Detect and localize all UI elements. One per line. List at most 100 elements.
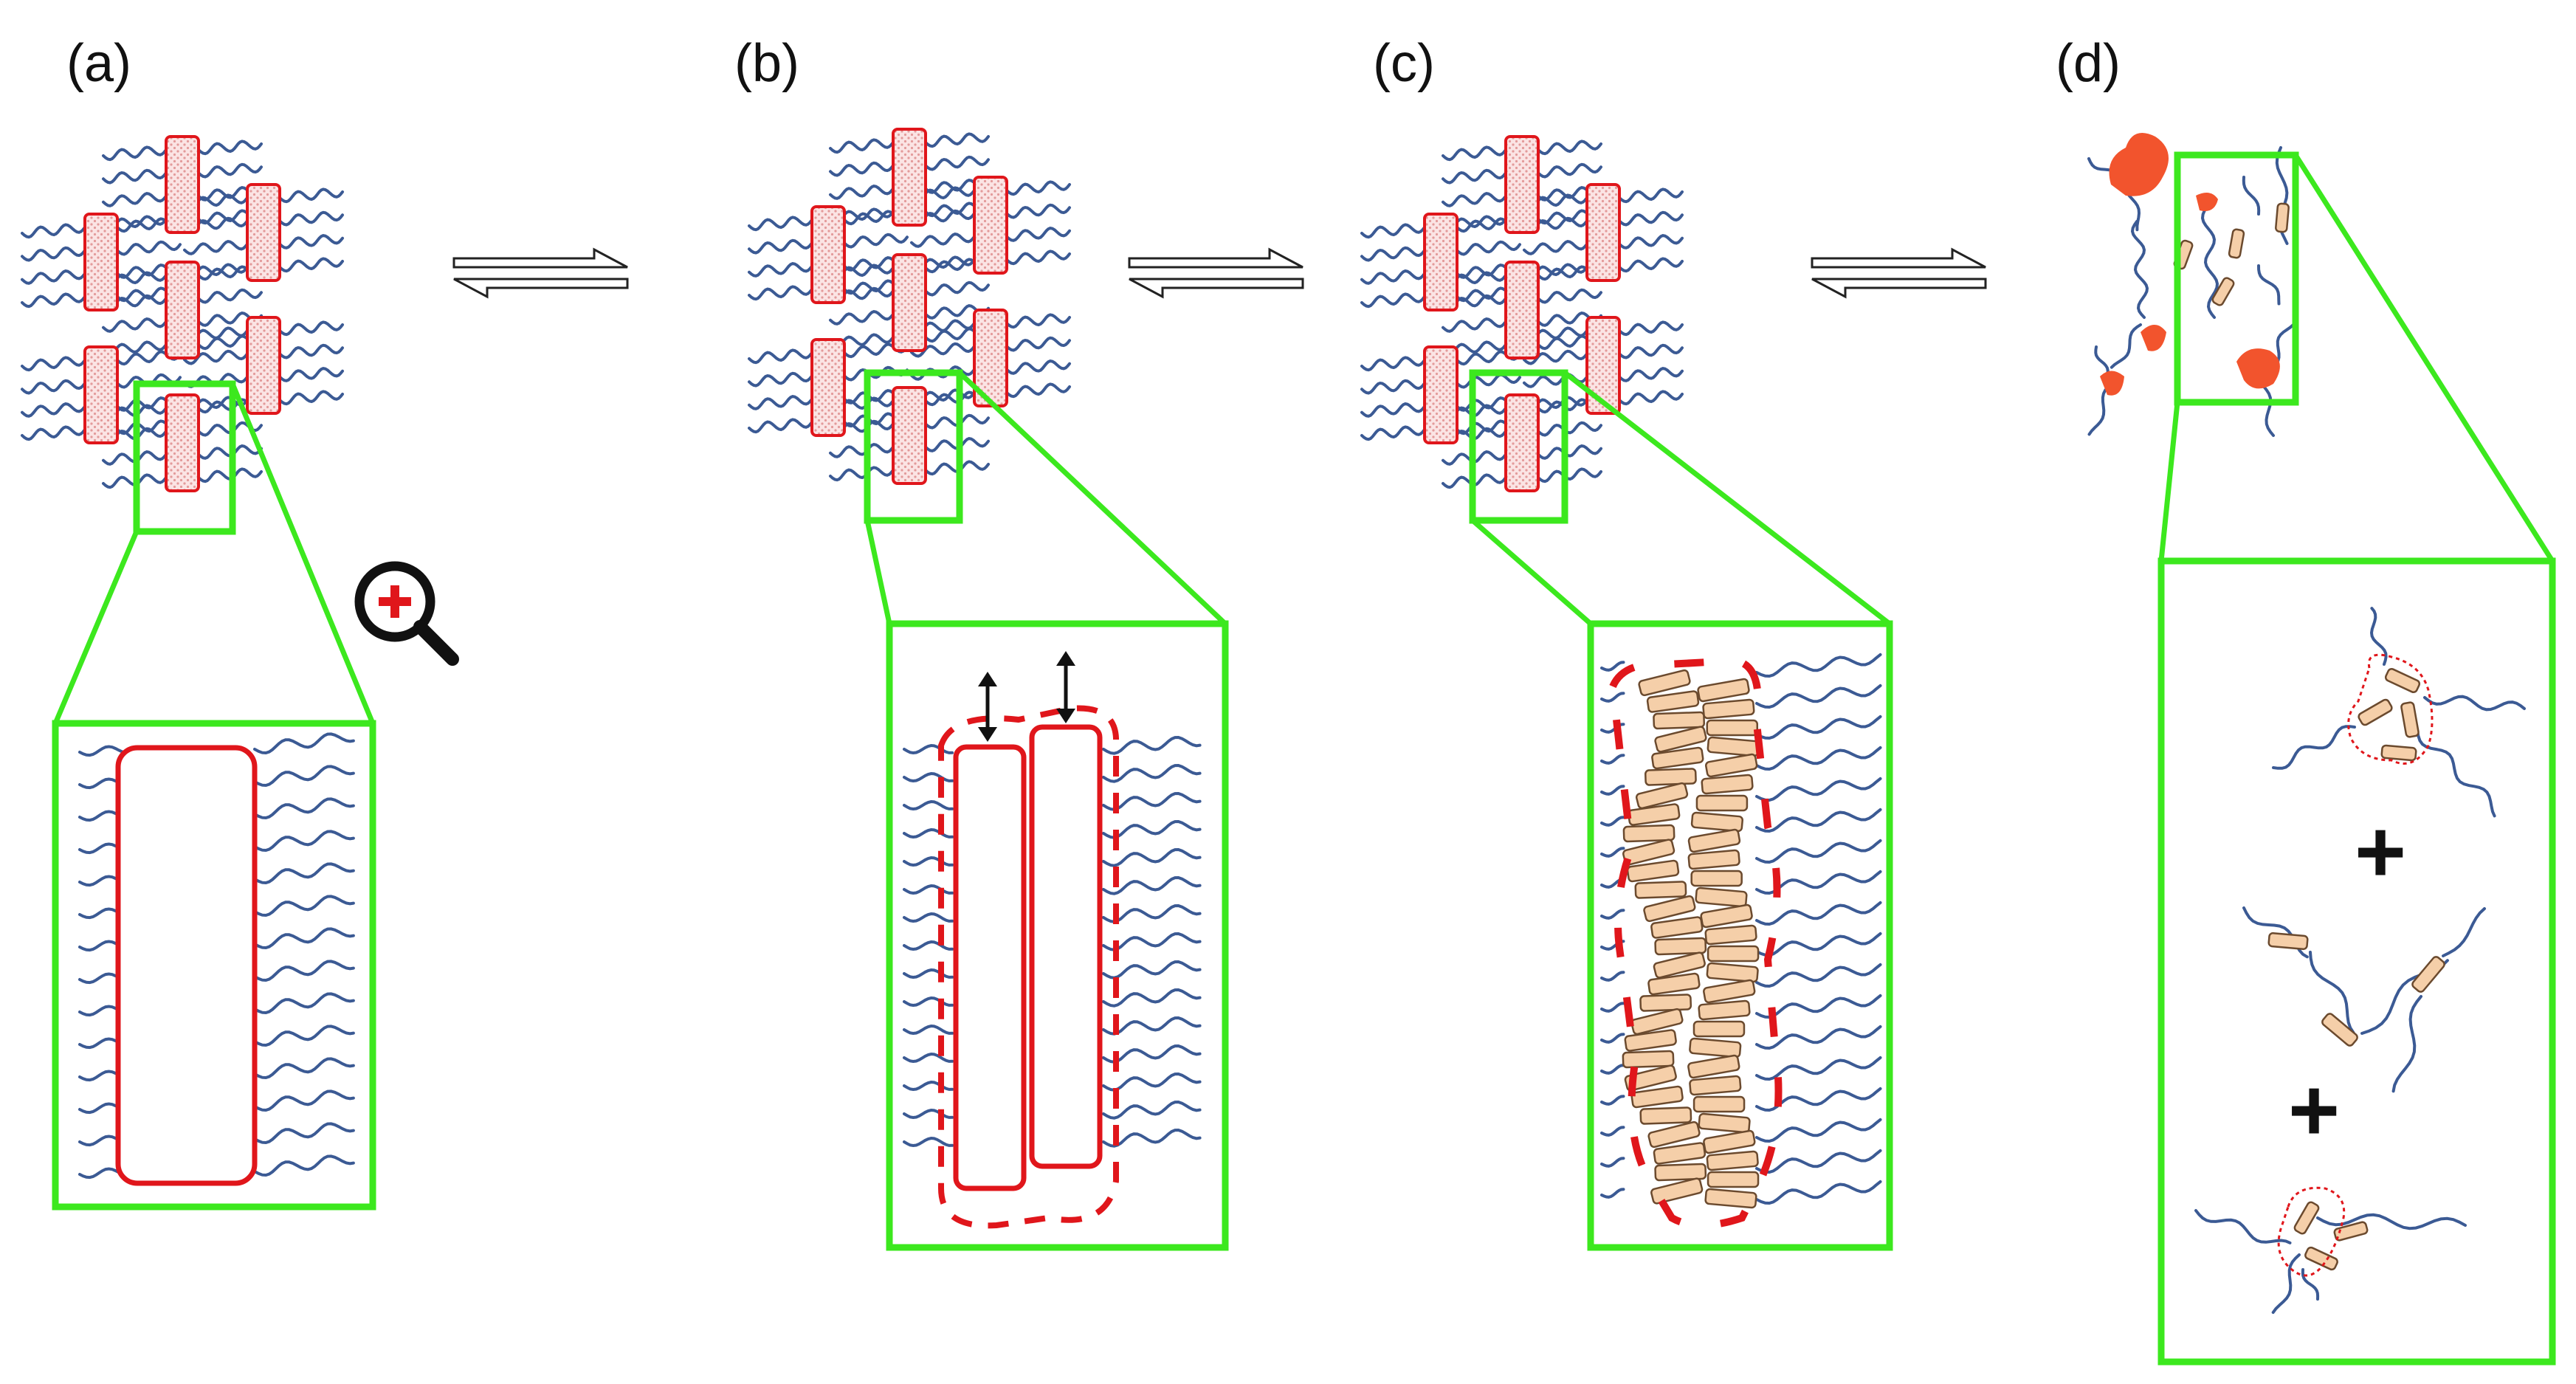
polymer-chain — [829, 443, 895, 458]
polymer-chain — [748, 216, 813, 232]
reverse-half-arrow — [1811, 278, 1987, 299]
polymer-chain — [1102, 735, 1202, 755]
bilayer-boundary — [953, 744, 1027, 1191]
polymer-chain — [1360, 402, 1426, 418]
rod-unit — [1697, 678, 1750, 703]
polymer-chain — [1005, 359, 1071, 375]
rod-unit — [1707, 1171, 1760, 1188]
rod-unit — [1638, 669, 1691, 697]
polymer-chain — [1442, 145, 1507, 162]
panel-label-b: (b) — [734, 34, 799, 93]
stippled-block — [1504, 393, 1540, 492]
rod-unit — [1690, 870, 1743, 887]
polymer-chain — [1600, 1002, 1625, 1013]
polymer-chain — [1005, 313, 1071, 329]
plus-sign-2: + — [2288, 1061, 2340, 1160]
panel-label-a: (a) — [66, 34, 131, 93]
rod-unit — [1698, 1112, 1751, 1134]
rod-unit — [1695, 794, 1749, 812]
micelle-boundary — [2277, 1186, 2346, 1277]
polymer-chain — [1600, 1095, 1625, 1106]
rod-unit — [1622, 1050, 1675, 1069]
rod-unit — [1707, 945, 1760, 963]
polymer-chain — [1600, 1033, 1625, 1044]
rod-unit — [1704, 924, 1757, 946]
stippled-block — [165, 393, 200, 492]
aggregate-boundary — [115, 745, 258, 1186]
polymer-chain — [2369, 607, 2388, 666]
stippled-block — [973, 176, 1008, 275]
polymer-chain — [1755, 963, 1882, 988]
polymer-chain — [1618, 210, 1684, 227]
arrowhead-down — [1056, 709, 1075, 723]
polymer-chain — [1005, 203, 1071, 219]
polymer-chain — [2094, 345, 2110, 378]
stippled-block — [892, 128, 927, 227]
polymer-chain — [1618, 234, 1684, 249]
rod-unit — [1690, 811, 1743, 833]
rod-unit — [1704, 1188, 1757, 1209]
stippled-block — [1585, 183, 1621, 282]
equilibrium-arrow-layer — [452, 247, 1987, 742]
rod-unit — [1692, 1095, 1746, 1113]
polymer-chain — [829, 185, 895, 200]
polymer-chain — [1456, 373, 1521, 389]
polymer-chain — [924, 280, 990, 297]
stippled-block — [1504, 135, 1540, 234]
dashed-aggregate-boundary — [938, 705, 1119, 1229]
polymer-chain — [829, 466, 895, 482]
polymer-chain — [183, 240, 249, 255]
polymer-chain — [1755, 684, 1882, 709]
polymer-chain — [1755, 1180, 1882, 1205]
polymer-chain — [1102, 932, 1202, 951]
polymer-chain — [21, 223, 86, 239]
zoom-frame — [2174, 151, 2299, 406]
polymer-chain — [1618, 343, 1684, 359]
bilayer-boundary — [1029, 724, 1103, 1169]
polymer-chain — [910, 233, 976, 248]
polymer-chain — [903, 1136, 954, 1148]
polymer-chain — [1600, 1157, 1625, 1168]
rod-unit — [1647, 1120, 1701, 1149]
stippled-block — [892, 386, 927, 485]
polymer-chain — [278, 234, 344, 249]
polymer-chain — [1618, 257, 1684, 273]
stippled-block — [1504, 261, 1540, 359]
polymer-chain — [253, 1122, 355, 1145]
zoom-frame-line — [2158, 402, 2180, 562]
rod-unit — [1653, 1142, 1707, 1165]
polymer-chain — [1537, 162, 1602, 179]
rod-unit — [2380, 744, 2417, 762]
zoom-frame — [52, 720, 376, 1211]
polymer-chain — [1537, 288, 1602, 304]
arrowhead-down — [978, 727, 997, 742]
polymer-chain — [1005, 227, 1071, 242]
polymer-chain — [748, 395, 813, 410]
polymer-chain — [1360, 269, 1426, 285]
stippled-block — [165, 135, 200, 234]
rod-unit — [2321, 1013, 2358, 1047]
polymer-chain — [253, 895, 355, 917]
rod-unit — [1639, 1106, 1692, 1125]
polymer-chain — [253, 1025, 355, 1047]
polymer-chain — [1442, 168, 1507, 185]
rod-unit — [1687, 828, 1741, 853]
polymer-chain — [2416, 729, 2496, 818]
stippled-block — [1585, 316, 1621, 415]
polymer-chain — [2423, 695, 2526, 712]
rod-unit — [1630, 1085, 1684, 1109]
polymer-chain — [1755, 777, 1882, 802]
polymer-chain — [78, 745, 128, 757]
zoom-frame-line — [52, 530, 140, 725]
polymer-chain — [748, 348, 813, 365]
polymer-chain-layer — [21, 132, 2526, 1314]
polymer-chain — [1005, 336, 1071, 352]
rod-unit — [1654, 937, 1707, 956]
polymer-chain — [21, 292, 86, 309]
polymer-chain — [910, 365, 976, 381]
rod-unit — [1647, 972, 1701, 996]
zoom-frame-layer — [52, 151, 2556, 1366]
polymer-chain — [21, 379, 86, 395]
polymer-chain — [1537, 467, 1602, 483]
polymer-chain — [253, 797, 355, 820]
